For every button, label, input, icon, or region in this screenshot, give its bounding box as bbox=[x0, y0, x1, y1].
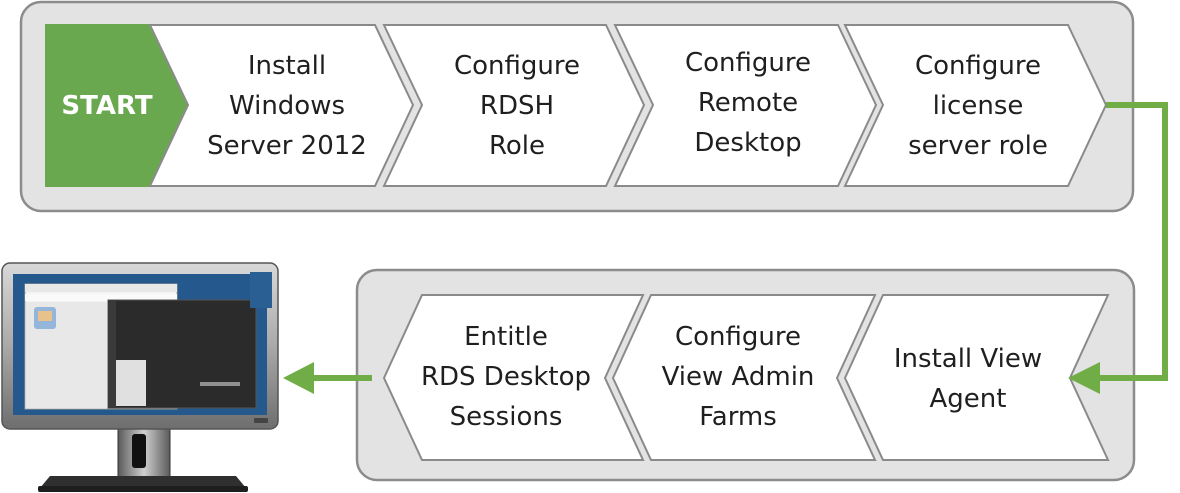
step-entitle-rds-label: Entitle RDS Desktop Sessions bbox=[420, 321, 592, 432]
monitor-illustration bbox=[1, 262, 279, 492]
step-start-shape bbox=[45, 24, 188, 187]
step-configure-remote-desktop-shape bbox=[613, 24, 878, 187]
step-install-windows-label: Install Windows Server 2012 bbox=[207, 50, 367, 161]
step-install-view-agent-label: Install View Agent bbox=[893, 343, 1043, 414]
step-install-windows-shape bbox=[148, 24, 415, 187]
output-arrowhead bbox=[283, 362, 314, 394]
step-configure-rdsh-label: Configure RDSH Role bbox=[453, 50, 580, 161]
step-configure-license-label: Configure license server role bbox=[908, 50, 1048, 161]
step-configure-remote-desktop-label: Configure Remote Desktop bbox=[684, 47, 811, 158]
connector-arrowhead bbox=[1068, 362, 1100, 394]
step-start-label: START bbox=[61, 90, 153, 121]
step-configure-license-shape bbox=[843, 24, 1108, 187]
step-entitle-rds-shape bbox=[382, 294, 645, 461]
step-configure-view-admin-label: Configure View Admin Farms bbox=[661, 321, 815, 432]
step-configure-rdsh-shape bbox=[382, 24, 646, 187]
step-configure-view-admin-shape bbox=[611, 294, 877, 461]
connector-line bbox=[1095, 102, 1168, 381]
